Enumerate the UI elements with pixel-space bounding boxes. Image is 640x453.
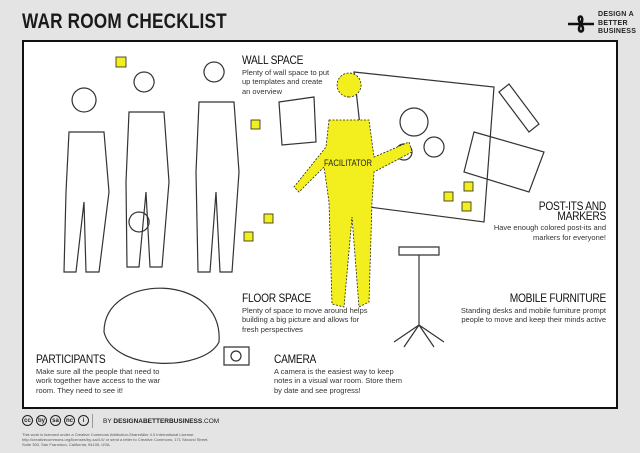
facilitator-silhouette [293,72,413,308]
post-its-section: POST-ITS AND MARKERS Have enough colored… [470,199,606,242]
section-body: Standing desks and mobile furniture prom… [460,305,606,325]
section-title: CAMERA [274,352,317,366]
cc-by-icon: by [36,415,47,426]
site-suffix: .COM [202,418,220,425]
section-title: WALL SPACE [242,53,304,67]
section-body: Plenty of space to move around helps bui… [242,305,368,334]
wall-template [278,96,317,146]
cc-info-icon: i [78,415,89,426]
post-it-note [115,56,127,68]
section-title: FLOOR SPACE [242,291,311,305]
logo-line: BUSINESS [598,28,637,35]
participants-section: PARTICIPANTS Make sure all the people th… [36,352,166,395]
cc-icon: cc [22,415,33,426]
cc-sa-icon: sa [50,415,61,426]
person-bald [63,87,110,273]
section-body: Have enough colored post-its and markers… [493,223,606,242]
post-it-note [443,191,454,202]
section-body: Make sure all the people that need to wo… [36,366,161,395]
post-it-pad [463,131,545,193]
camera [223,346,250,366]
post-it-note [463,181,474,192]
facilitator-label: FACILITATOR [324,158,373,168]
section-title: PARTICIPANTS [36,352,106,366]
section-body: A camera is the easiest way to keep note… [274,366,402,395]
site-link[interactable]: BY DESIGNABETTERBUSINESS.COM [103,418,219,425]
logo-line: BETTER [598,19,628,27]
post-it-note [461,201,472,212]
site-name: DESIGNABETTERBUSINESS [113,418,203,425]
logo[interactable]: DESIGN A BETTER BUSINESS [566,10,636,38]
section-title: MOBILE FURNITURE [509,291,606,305]
post-it-note [250,119,261,130]
post-it-note [263,213,274,224]
wall-space-section: WALL SPACE Plenty of wall space to put u… [242,53,332,96]
person-woman [125,71,170,268]
marker [498,83,540,133]
checklist-card: FACILITATOR WALL SPACE Plenty of wall sp… [22,40,618,409]
whiteboard-drawing [399,107,429,137]
post-it-note [243,231,254,242]
person-beanbag [103,211,220,364]
camera-section: CAMERA A camera is the easiest way to ke… [274,352,404,395]
logo-text: DESIGN A BETTER BUSINESS [598,11,636,37]
logo-line: DESIGN A [598,11,634,18]
person-man-postit [195,61,240,273]
divider [92,414,93,428]
mobile-stool [393,246,445,348]
page-title: WAR ROOM CHECKLIST [22,10,227,33]
cc-nc-icon: nc [64,415,75,426]
cc-license-icons[interactable]: cc by sa nc i [22,415,89,426]
by-prefix: BY [103,418,112,425]
section-title: POST-ITS AND MARKERS [538,199,606,223]
floor-space-section: FLOOR SPACE Plenty of space to move arou… [242,291,372,334]
license-text: This work is licensed under a Creative C… [22,432,209,447]
infinity-logo-icon [568,15,594,33]
war-room-illustration [63,56,545,366]
mobile-furniture-section: MOBILE FURNITURE Standing desks and mobi… [460,291,606,325]
section-body: Plenty of wall space to put up templates… [242,67,330,96]
